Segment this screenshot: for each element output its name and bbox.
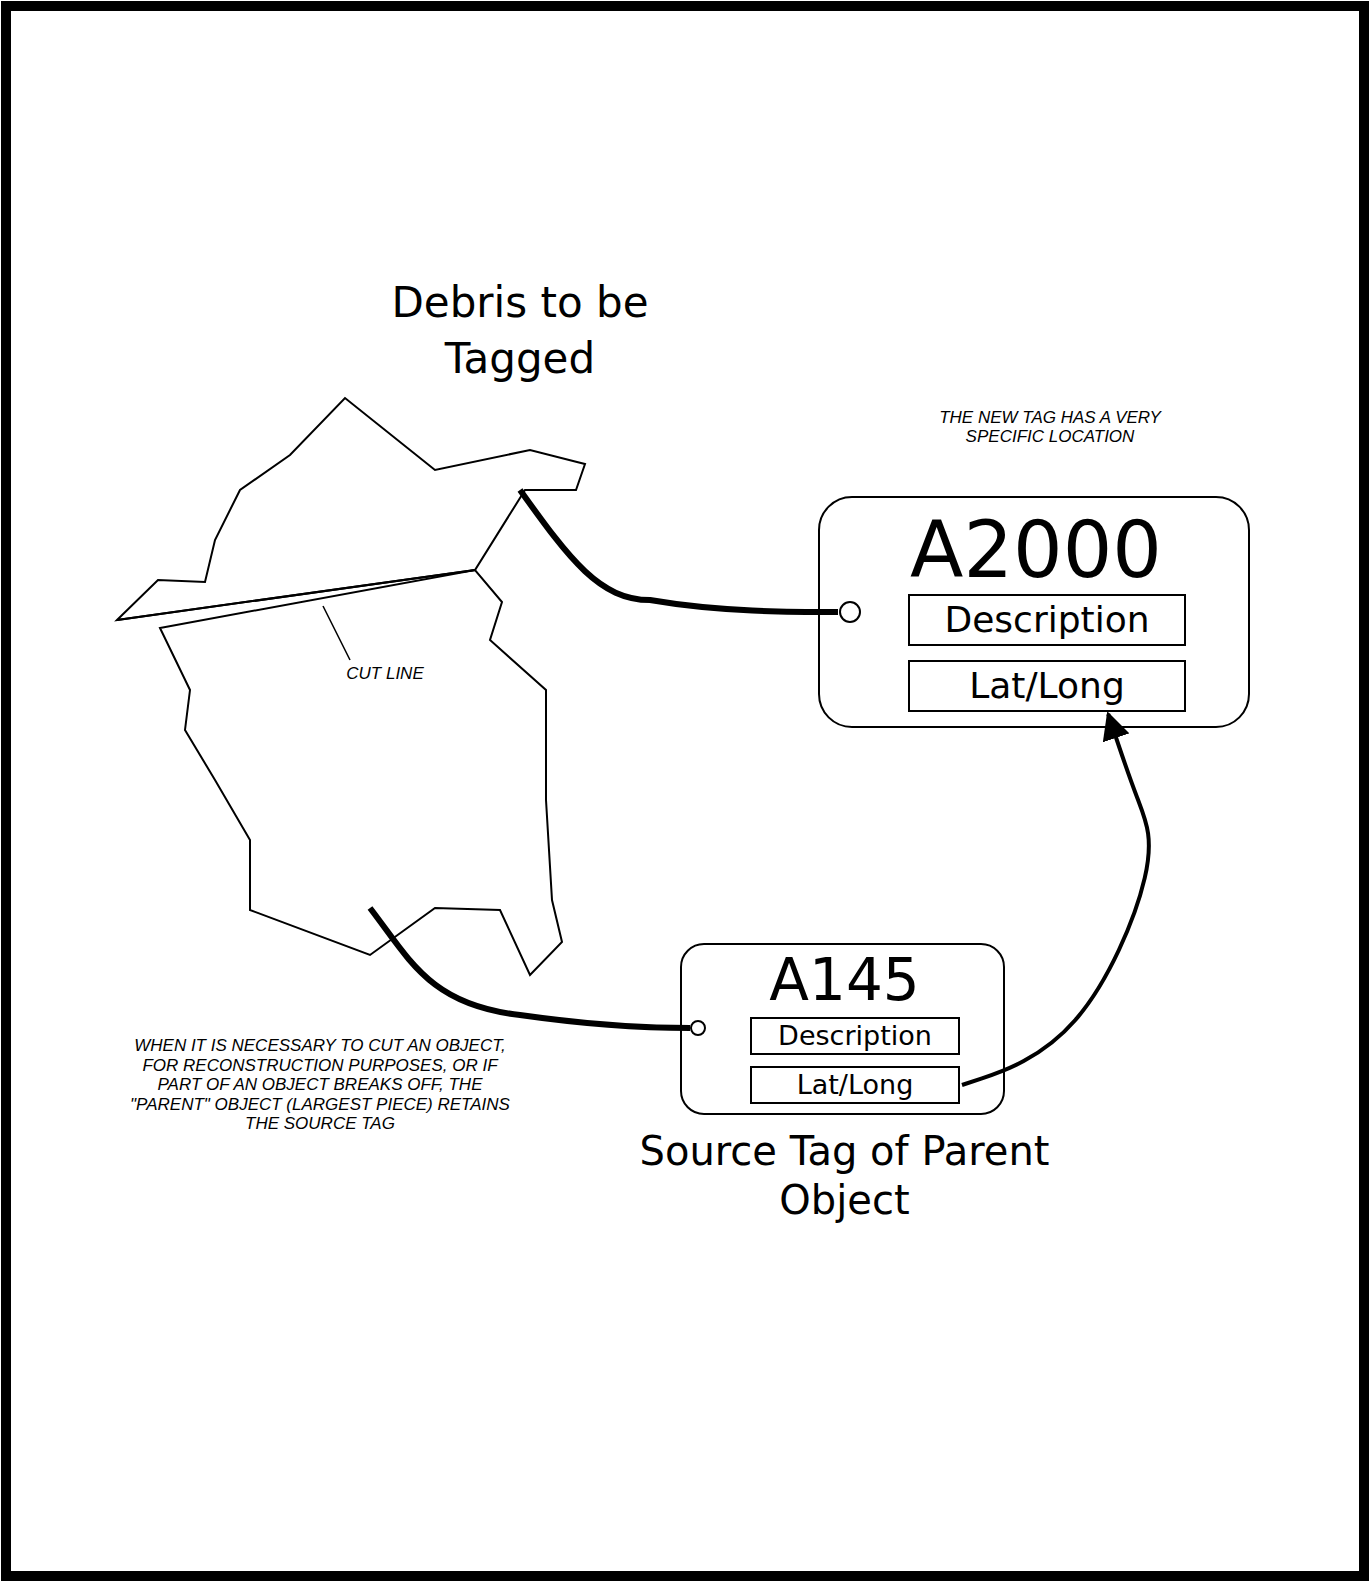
cut-line-label: CUT LINE: [330, 664, 440, 683]
note-text: WHEN IT IS NECESSARY TO CUT AN OBJECT, F…: [130, 1036, 510, 1134]
tag-string: [370, 908, 690, 1028]
lat-long-field: Lat/Long: [750, 1066, 960, 1104]
tag: A2000DescriptionLat/Long: [818, 496, 1250, 728]
note-text: THE NEW TAG HAS A VERY SPECIFIC LOCATION: [905, 408, 1195, 446]
debris-lower-piece: [160, 570, 562, 975]
figure-heading: Debris to be Tagged: [370, 275, 670, 387]
leader-line: [323, 606, 350, 660]
tag: A145Source Tag of Parent ObjectDescripti…: [680, 943, 1005, 1115]
lat-long-field: Lat/Long: [908, 660, 1186, 712]
description-field: Description: [908, 594, 1186, 646]
description-field: Description: [750, 1017, 960, 1055]
tag-caption: Source Tag of Parent Object: [622, 1127, 1067, 1225]
tag-hole: [691, 1021, 705, 1035]
field-label: Lat/Long: [797, 1069, 914, 1100]
tag-hole: [840, 602, 860, 622]
connector-arrow: [962, 714, 1149, 1085]
frame: [6, 6, 1364, 1576]
debris-upper-piece: [117, 398, 585, 620]
field-label: Lat/Long: [969, 665, 1124, 706]
cut-line: [117, 570, 475, 620]
tag-number: A2000: [820, 508, 1252, 594]
field-label: Description: [778, 1020, 932, 1051]
tag-string: [520, 490, 838, 612]
tag-number: A145: [682, 949, 1007, 1013]
field-label: Description: [944, 599, 1149, 640]
